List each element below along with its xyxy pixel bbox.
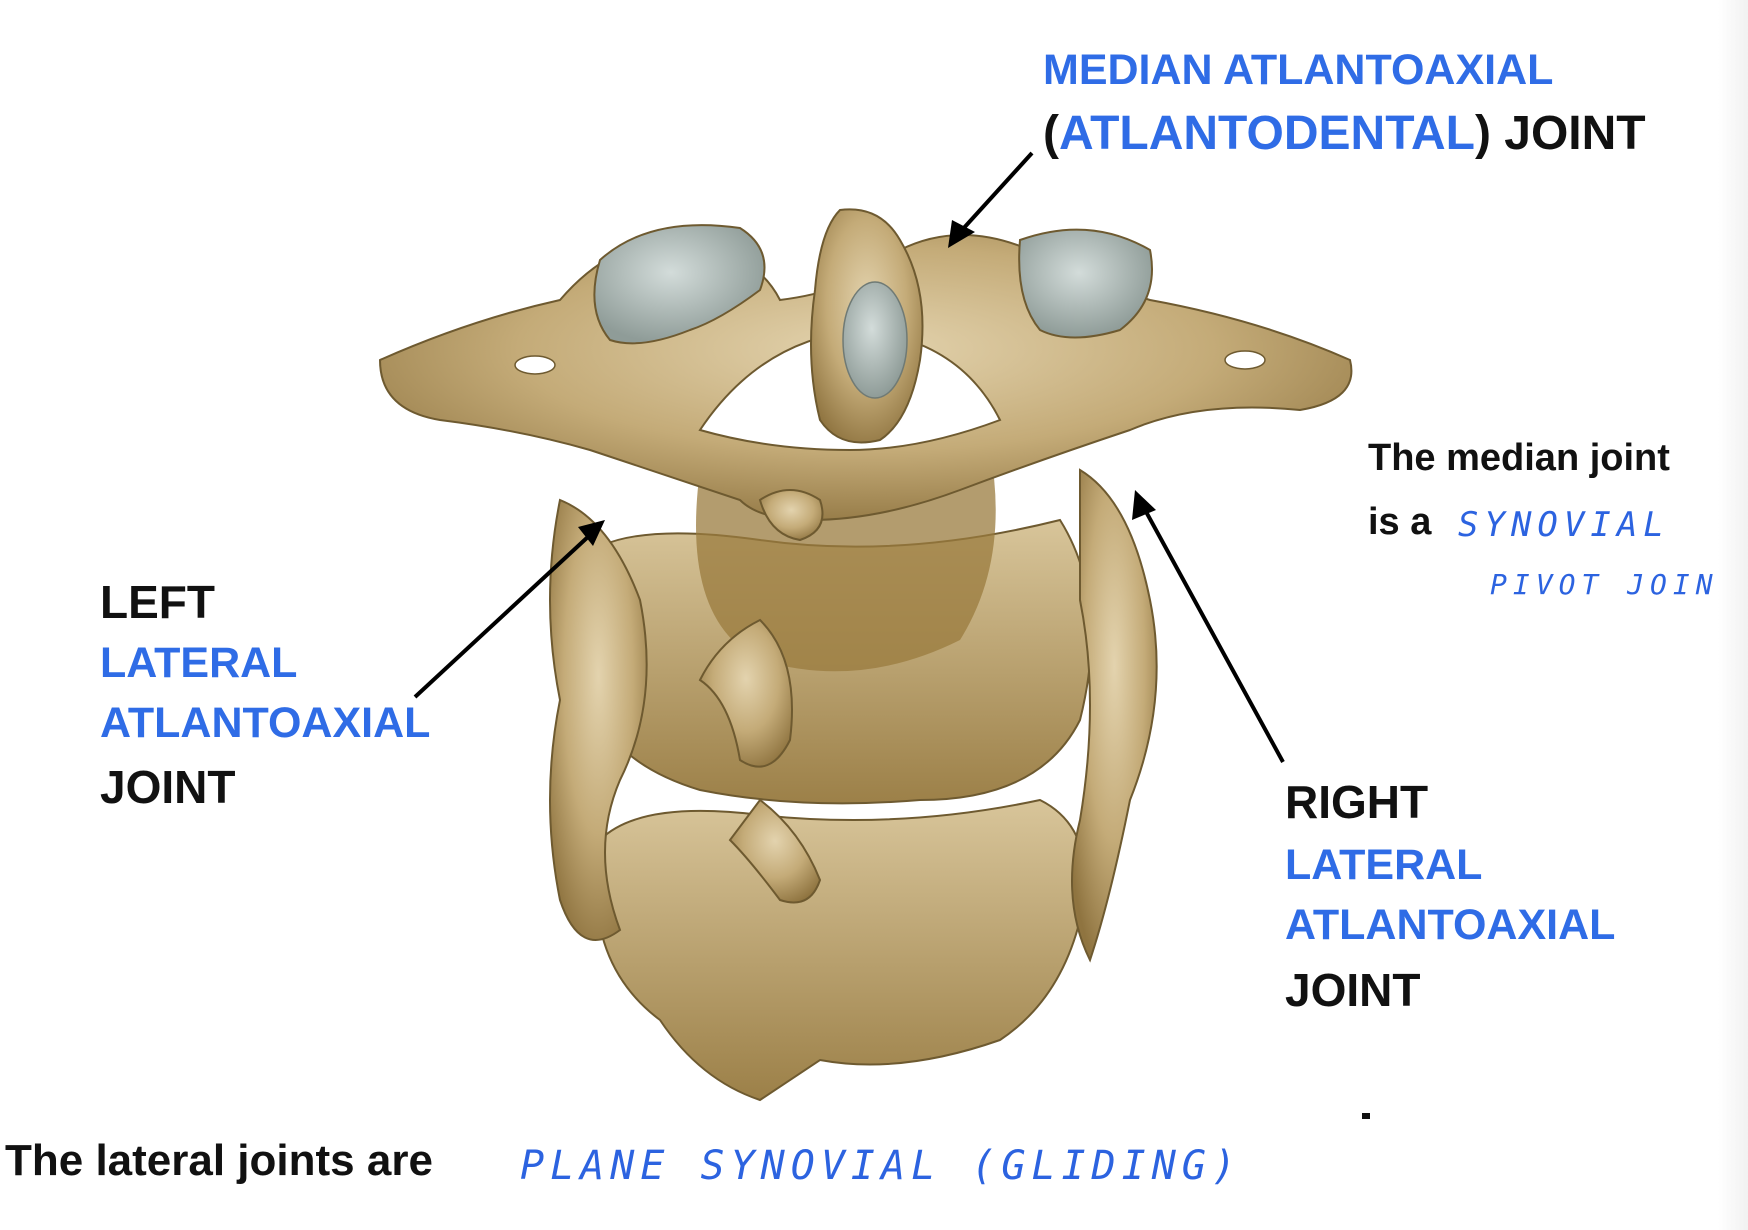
handwritten-plane-synovial: PLANE SYNOVIAL (GLIDING) (520, 1143, 1242, 1189)
right-articular-pillar (1071, 468, 1158, 963)
right-label-atlantoaxial: ATLANTOAXIAL (1285, 901, 1616, 949)
median-joint: JOINT (1490, 107, 1646, 160)
left-label-atlantoaxial: ATLANTOAXIAL (100, 699, 431, 747)
right-label-word: RIGHT (1285, 776, 1429, 828)
left-superior-facet (593, 224, 766, 345)
page-edge-shade (1718, 0, 1748, 1230)
arrow-median (960, 151, 1034, 232)
right-label-lateral: LATERAL (1285, 841, 1483, 889)
handwritten-pivot-joint: PIVOT JOINT (1490, 568, 1742, 601)
left-transverse-foramen (514, 355, 556, 375)
arrow-median-head (948, 220, 975, 248)
median-paren-close: ) (1474, 107, 1491, 160)
arrow-right (1142, 507, 1285, 763)
median-note-line2: is a (1368, 501, 1432, 543)
arrow-left (413, 533, 592, 699)
spinous-process-lower (728, 798, 822, 904)
right-superior-facet (1018, 228, 1153, 339)
right-transverse-foramen (1224, 350, 1266, 370)
handwritten-synovial: SYNOVIAL (1458, 505, 1670, 545)
lateral-note: The lateral joints are (5, 1136, 433, 1185)
left-articular-pillar (549, 498, 648, 941)
left-label-lateral: LATERAL (100, 639, 298, 687)
median-paren-open: ( (1043, 107, 1059, 160)
dens-facet (842, 281, 908, 399)
spinous-process-upper (698, 618, 793, 768)
median-label-line2: (ATLANTODENTAL) JOINT (1043, 105, 1646, 163)
median-atlantodental: ATLANTODENTAL (1058, 107, 1475, 160)
anterior-tubercle (758, 489, 824, 542)
ink-mark (1362, 1113, 1370, 1119)
arrow-left-head (578, 520, 605, 546)
left-label-joint: JOINT (100, 761, 236, 813)
lower-vertebra (595, 798, 1086, 1102)
right-label-joint: JOINT (1285, 964, 1421, 1016)
median-note-line1: The median joint (1368, 437, 1670, 479)
arrow-right-head (1132, 490, 1156, 520)
median-label-line1: MEDIAN ATLANTOAXIAL (1043, 46, 1554, 94)
left-label-word: LEFT (100, 576, 215, 628)
